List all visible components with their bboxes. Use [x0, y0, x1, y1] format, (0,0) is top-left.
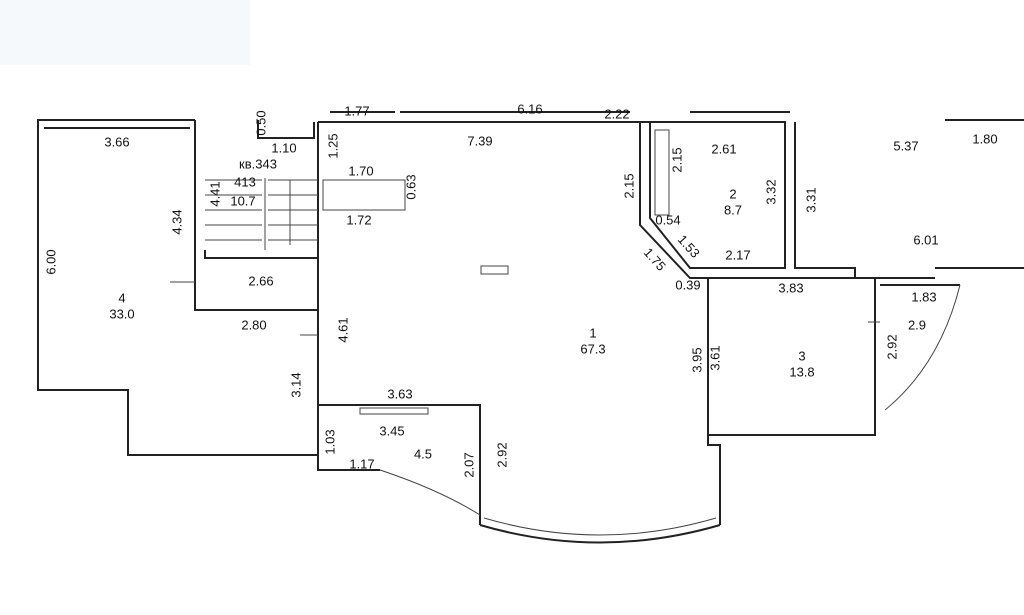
balcony-area: 2.9 [908, 317, 926, 332]
dim-label: 1.70 [348, 163, 373, 178]
dim-label: 2.15 [621, 173, 636, 198]
dim-label: 3.83 [778, 280, 803, 295]
walls [37, 111, 1024, 544]
dim-label: 2.07 [461, 452, 476, 477]
background-panel [0, 0, 250, 65]
dim-label: 3.14 [288, 372, 303, 397]
dim-label: 1.72 [346, 212, 371, 227]
room-number: 2 [729, 186, 736, 201]
dim-label: 6.00 [43, 249, 58, 274]
dim-label: 1.75 [641, 245, 669, 274]
dim-label: 3.45 [379, 423, 404, 438]
dim-label: 6.01 [913, 232, 938, 247]
dim-label: 3.63 [387, 386, 412, 401]
dim-label: 1.10 [271, 140, 296, 155]
room-area: 8.7 [724, 202, 742, 217]
dim-label: 0.63 [403, 174, 418, 199]
dim-label: 1.83 [911, 289, 936, 304]
dim-label: 2.22 [604, 106, 629, 121]
dim-label: 1.17 [349, 456, 374, 471]
dim-label: 6.16 [517, 101, 542, 116]
dim-label: 0.39 [675, 277, 700, 292]
stair-area: 10.7 [230, 193, 255, 208]
room-number: 3 [798, 348, 805, 363]
room-area: 13.8 [789, 364, 814, 379]
dim-label: 4.41 [207, 181, 222, 206]
dim-label: 2.15 [669, 147, 684, 172]
balcony-area: 4.5 [414, 446, 432, 461]
dim-label: 2.80 [241, 317, 266, 332]
dim-label: 3.31 [803, 187, 818, 212]
dim-label: 2.61 [711, 141, 736, 156]
dim-label: 5.37 [893, 138, 918, 153]
dim-label: 3.61 [707, 345, 722, 370]
room-area: 67.3 [580, 341, 605, 356]
dim-label: 2.66 [248, 273, 273, 288]
labels: 1.77 6.16 2.22 3.66 6.00 4.34 4 33.0 2.6… [43, 101, 997, 477]
room-area: 33.0 [109, 306, 134, 321]
dim-label: 2.17 [725, 247, 750, 262]
apartment-number: кв.343 [239, 156, 277, 171]
dim-label: 3.95 [689, 347, 704, 372]
stair-number: 413 [234, 174, 256, 189]
dim-label: 4.61 [335, 317, 350, 342]
dim-label: 1.80 [972, 131, 997, 146]
dim-label: 1.53 [675, 232, 703, 261]
stairs [205, 178, 318, 250]
dim-label: 0.54 [655, 212, 680, 227]
dim-label: 0.50 [253, 110, 268, 135]
dim-label: 2.92 [884, 334, 899, 359]
room-number: 1 [589, 325, 596, 340]
dim-label: 3.66 [104, 134, 129, 149]
dim-label: 1.25 [325, 133, 340, 158]
dim-label: 1.77 [344, 103, 369, 118]
dim-label: 1.03 [322, 429, 337, 454]
dim-label: 7.39 [467, 133, 492, 148]
dim-label: 3.32 [763, 179, 778, 204]
room-number: 4 [118, 290, 125, 305]
dim-label: 2.92 [494, 442, 509, 467]
dim-label: 4.34 [169, 209, 184, 234]
